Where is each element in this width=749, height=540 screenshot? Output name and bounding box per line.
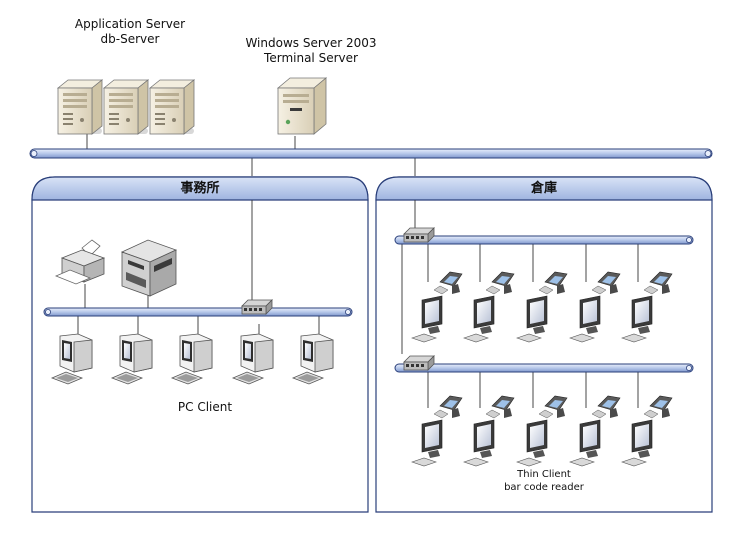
office-bus — [43, 307, 353, 317]
printer-icon[interactable] — [54, 239, 106, 285]
app-server-label: Application Server db-Server — [60, 17, 200, 47]
app-server-label-line1: Application Server — [74, 17, 186, 31]
warehouse-network — [401, 200, 639, 408]
thin-client-label-line2: bar code reader — [504, 482, 584, 493]
application-db-servers[interactable] — [57, 79, 195, 135]
terminal-server-label: Windows Server 2003 Terminal Server — [236, 36, 386, 66]
warehouse-bus-lower — [394, 363, 694, 373]
warehouse-hub-upper-icon[interactable] — [403, 227, 435, 243]
warehouse-zone — [375, 176, 713, 513]
app-server-label-line2: db-Server — [100, 32, 160, 46]
office-title: 事務所 — [180, 181, 220, 196]
warehouse-bus-upper — [394, 235, 694, 245]
warehouse-title: 倉庫 — [530, 181, 557, 196]
multifunction-printer-icon[interactable] — [120, 239, 178, 297]
terminal-server-label-line1: Windows Server 2003 — [245, 36, 377, 50]
terminal-server-label-line2: Terminal Server — [264, 51, 358, 65]
warehouse-hub-lower-icon[interactable] — [403, 355, 435, 371]
backbone-bus — [29, 148, 713, 159]
terminal-server[interactable] — [276, 77, 328, 135]
thin-client-label: Thin Client bar code reader — [484, 468, 604, 494]
thin-client-label-line1: Thin Client — [517, 469, 571, 480]
office-hub-icon[interactable] — [241, 299, 273, 315]
pc-client-label: PC Client — [177, 400, 233, 414]
